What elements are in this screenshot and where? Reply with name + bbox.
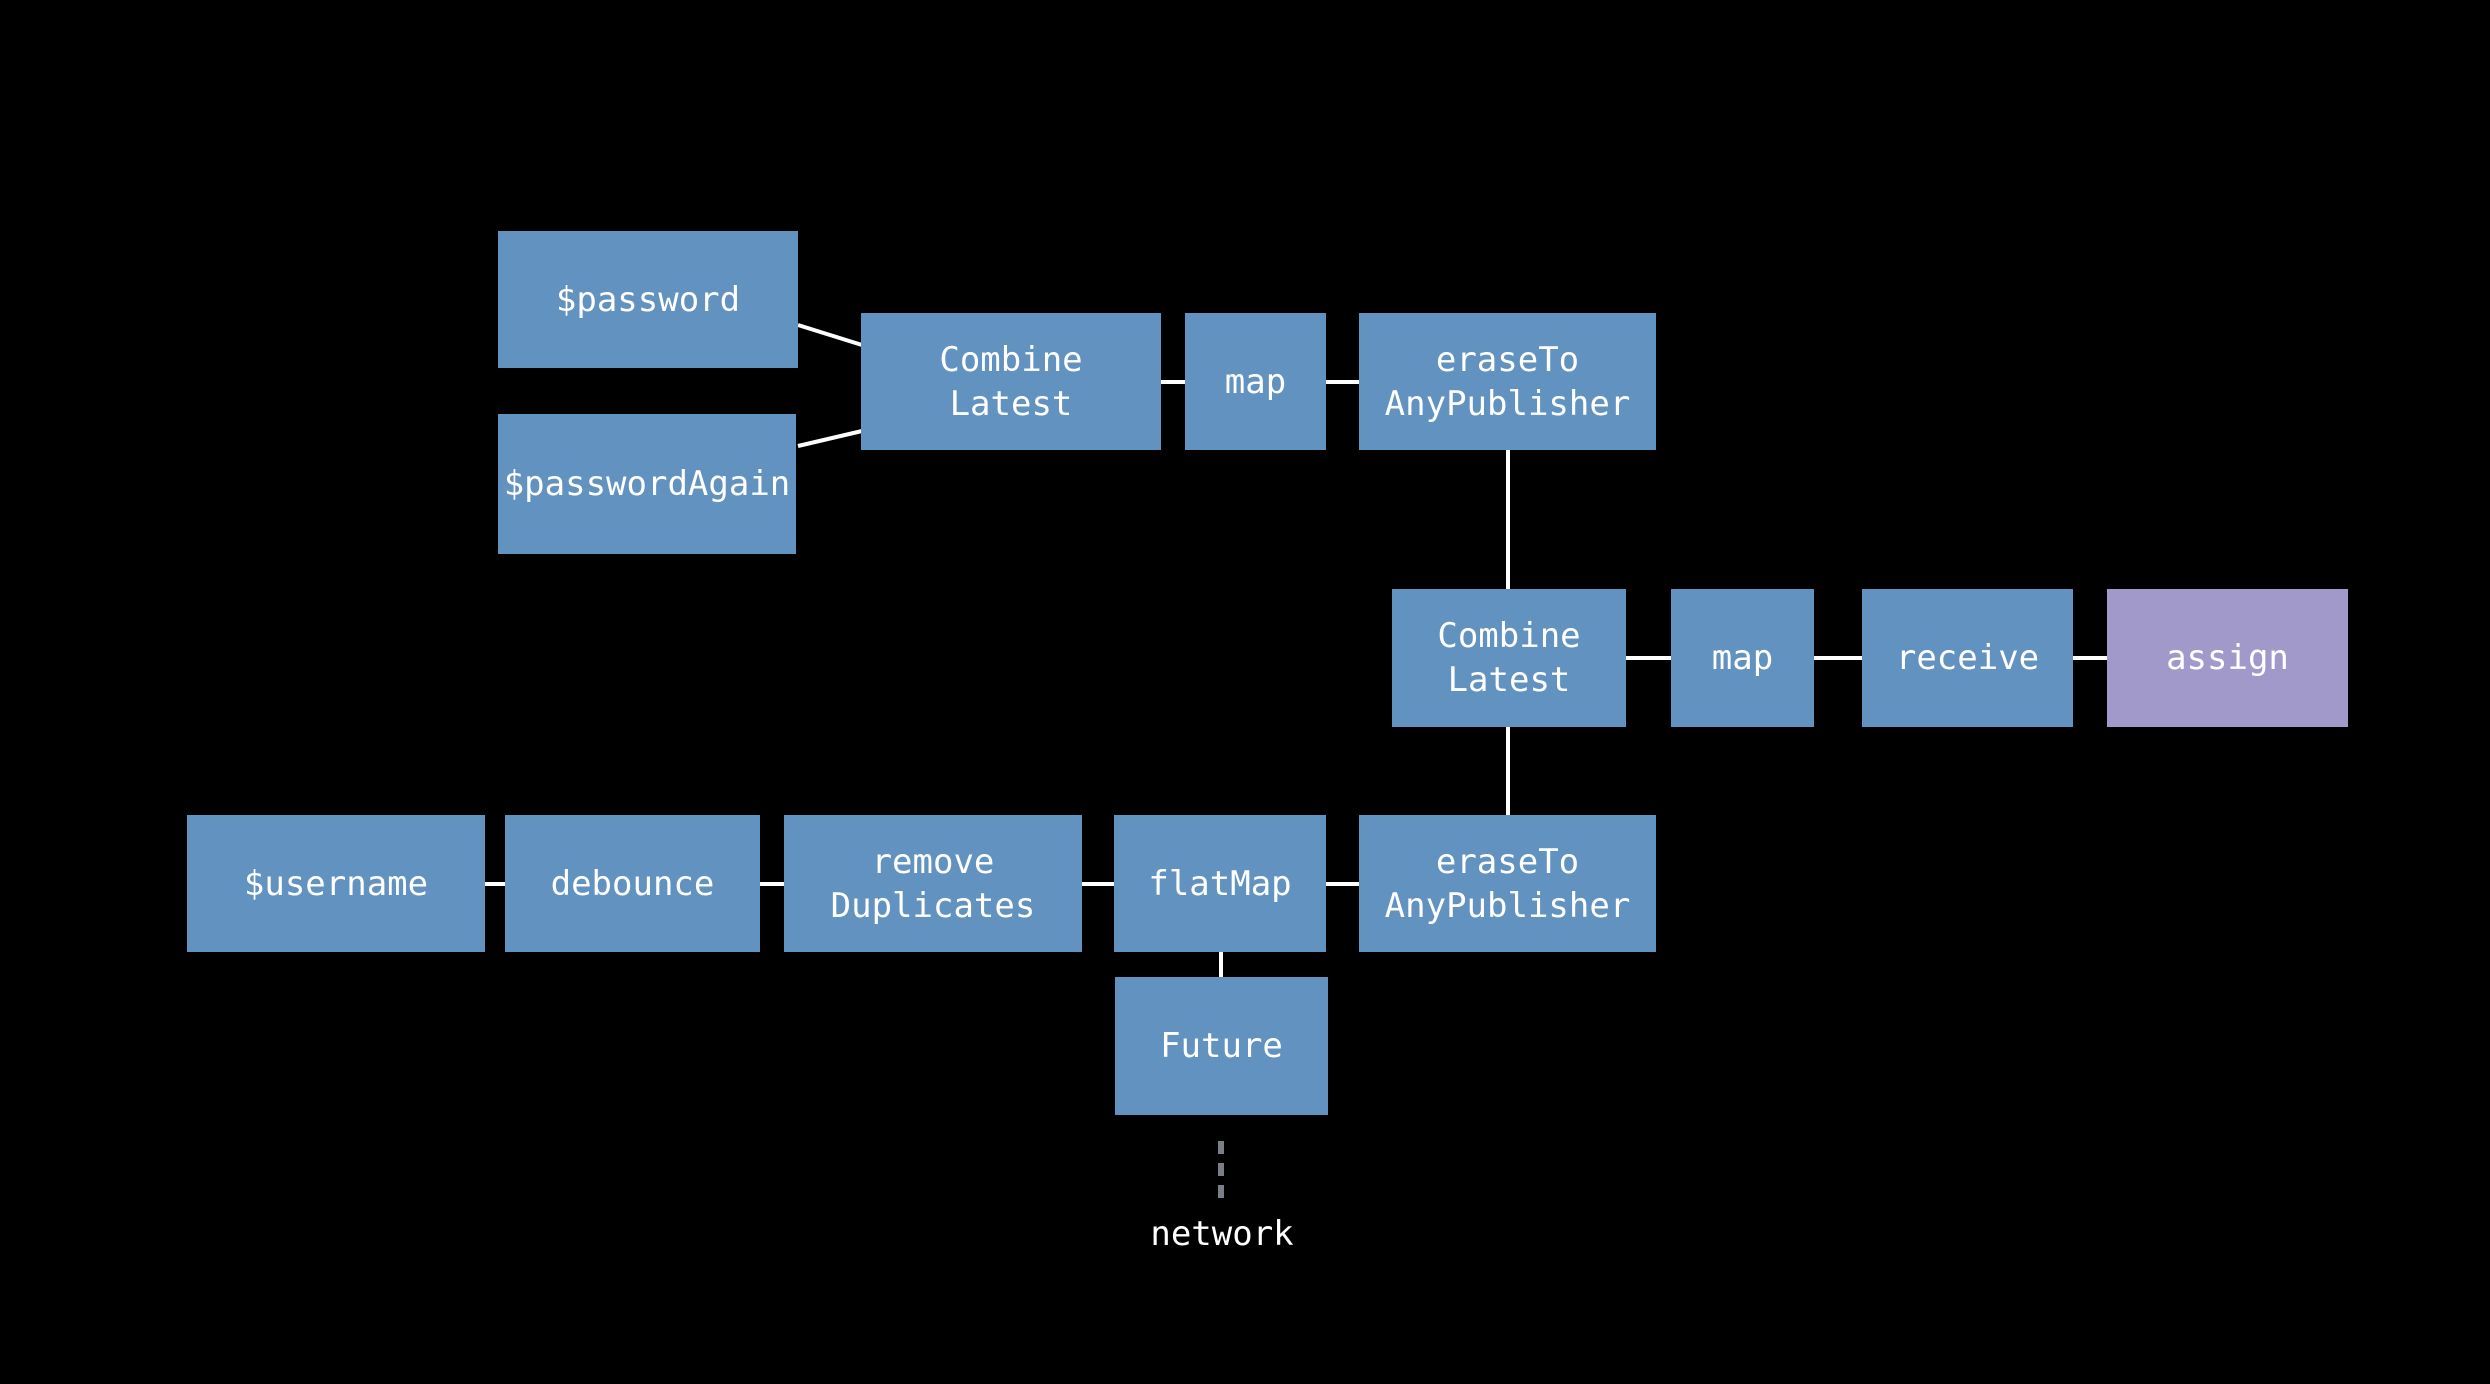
node-erase-to-any-publisher-2: eraseTo AnyPublisher xyxy=(1359,815,1656,952)
node-flat-map: flatMap xyxy=(1114,815,1326,952)
wire-password-to-combinelatest1 xyxy=(797,323,863,347)
node-password-again-publisher: $passwordAgain xyxy=(498,414,796,554)
node-map-1: map xyxy=(1185,313,1326,450)
node-erase-to-any-publisher-1: eraseTo AnyPublisher xyxy=(1359,313,1656,450)
node-combine-latest-2: Combine Latest xyxy=(1392,589,1626,727)
network-label: network xyxy=(1150,1214,1294,1254)
node-debounce: debounce xyxy=(505,815,760,952)
wire-passwordagain-to-combinelatest1 xyxy=(797,429,863,448)
node-assign: assign xyxy=(2107,589,2348,727)
node-username-publisher: $username xyxy=(187,815,485,952)
node-remove-duplicates: remove Duplicates xyxy=(784,815,1082,952)
node-password-publisher: $password xyxy=(498,231,798,368)
node-combine-latest-1: Combine Latest xyxy=(861,313,1161,450)
node-receive: receive xyxy=(1862,589,2073,727)
node-map-2: map xyxy=(1671,589,1814,727)
node-future: Future xyxy=(1115,977,1328,1115)
